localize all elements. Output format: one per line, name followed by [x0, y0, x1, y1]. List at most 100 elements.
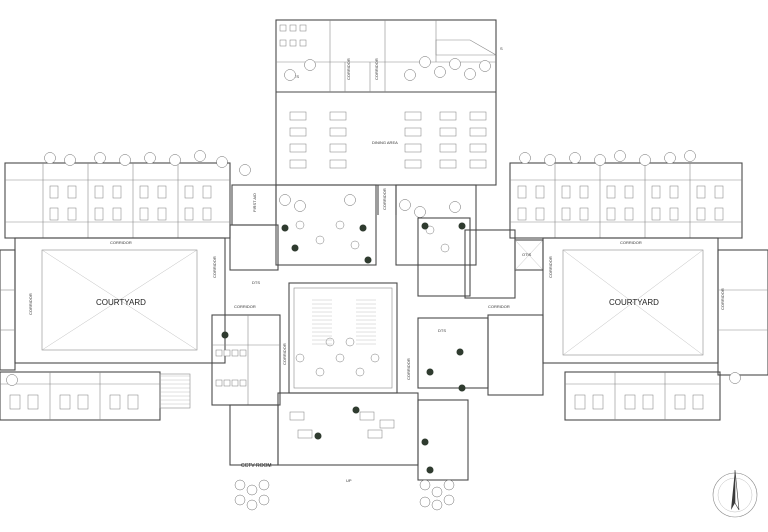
tree-icon: [664, 152, 676, 164]
tree-icon: [344, 194, 356, 206]
plant-icon: [352, 406, 360, 414]
toilet: [239, 379, 247, 387]
bottom-trees: [234, 479, 455, 511]
tree-icon: [94, 152, 106, 164]
bed: [624, 207, 634, 221]
dining-table: [404, 159, 422, 169]
tree-icon: [216, 156, 228, 168]
bed: [94, 185, 104, 199]
bed: [624, 185, 634, 199]
corridor-label-left-side: CORRIDOR: [28, 293, 33, 315]
tree-icon: [6, 374, 18, 386]
round-table: [425, 225, 435, 235]
sofa: [359, 411, 375, 421]
up-label: UP: [346, 478, 352, 483]
plant-icon: [221, 331, 229, 339]
round-table: [325, 337, 335, 347]
tree-icon: [194, 150, 206, 162]
bed: [517, 207, 527, 221]
bed: [669, 185, 679, 199]
center-stairs: [312, 299, 376, 345]
tree-icon: [64, 154, 76, 166]
bed: [49, 185, 59, 199]
plant-icon: [364, 256, 372, 264]
tree-icon: [434, 66, 446, 78]
bed: [606, 185, 616, 199]
bed: [184, 207, 194, 221]
courtyard-right-label: COURTYARD: [609, 298, 659, 307]
corridor-label-center-right: CORRIDOR: [406, 358, 411, 380]
dining-table: [404, 127, 422, 137]
corridor-label-mid: CORRIDOR: [382, 188, 387, 210]
tree-icon: [479, 60, 491, 72]
dining-table: [329, 159, 347, 169]
bed: [651, 207, 661, 221]
bed: [67, 207, 77, 221]
dining-table: [329, 127, 347, 137]
tree-icon: [294, 200, 306, 212]
north-arrow-icon: [712, 469, 758, 518]
tree-icon: [729, 372, 741, 384]
top-wing: DTS CORRIDOR CORRIDOR S DINING AREA CORR…: [275, 19, 503, 215]
center-block: CORRIDOR CORRIDOR DTS CORRIDOR CCTV ROOM…: [211, 184, 544, 511]
round-table: [345, 337, 355, 347]
otis-label: OTIS: [522, 252, 532, 257]
tree-icon: [464, 68, 476, 80]
dining-table: [329, 111, 347, 121]
tree-icon: [284, 69, 296, 81]
toilet: [239, 349, 247, 357]
corridor-label-left-top: CORRIDOR: [110, 240, 132, 245]
tree-icon: [449, 58, 461, 70]
plant-icon: [456, 348, 464, 356]
tree-icon: [234, 494, 246, 506]
bed: [579, 185, 589, 199]
round-table: [440, 243, 450, 253]
first-aid-label: FIRST AID: [252, 193, 257, 212]
bed: [202, 207, 212, 221]
bed: [561, 207, 571, 221]
toilet: [223, 349, 231, 357]
bed: [184, 185, 194, 199]
tree-icon: [144, 152, 156, 164]
right-wing: COURTYARD CORRIDOR CORRIDOR CORRIDOR: [509, 162, 768, 421]
indoor-plants: [221, 222, 466, 474]
tree-icon: [639, 154, 651, 166]
plant-icon: [426, 466, 434, 474]
toilets-center-left: [215, 349, 247, 387]
entrance-seating: [289, 411, 395, 439]
tree-icon: [443, 479, 455, 491]
tree-icon: [569, 152, 581, 164]
bed: [692, 394, 704, 410]
plant-icon: [458, 222, 466, 230]
tree-icon: [684, 150, 696, 162]
corridor-label-center-left: CORRIDOR: [282, 343, 287, 365]
bed: [669, 207, 679, 221]
beds-right: [517, 185, 724, 221]
dining-table: [289, 111, 307, 121]
round-table: [350, 240, 360, 250]
stairs-left: [159, 373, 191, 409]
dining-table: [469, 111, 487, 121]
bed: [139, 207, 149, 221]
tree-icon: [44, 152, 56, 164]
bed: [592, 394, 604, 410]
dining-table: [469, 143, 487, 153]
plant-icon: [421, 438, 429, 446]
perimeter-trees: [6, 56, 741, 386]
toilet: [215, 379, 223, 387]
bed: [127, 394, 139, 410]
beds-right-low: [574, 394, 704, 410]
bed: [574, 394, 586, 410]
tree-icon: [304, 59, 316, 71]
round-table: [295, 353, 305, 363]
lounge-tables: [295, 220, 450, 377]
plant-icon: [458, 384, 466, 392]
bed: [642, 394, 654, 410]
toilet: [215, 349, 223, 357]
bed: [714, 207, 724, 221]
bed: [606, 207, 616, 221]
side-mark: S: [500, 46, 503, 51]
plant-icon: [421, 222, 429, 230]
bed: [112, 185, 122, 199]
bed: [696, 207, 706, 221]
